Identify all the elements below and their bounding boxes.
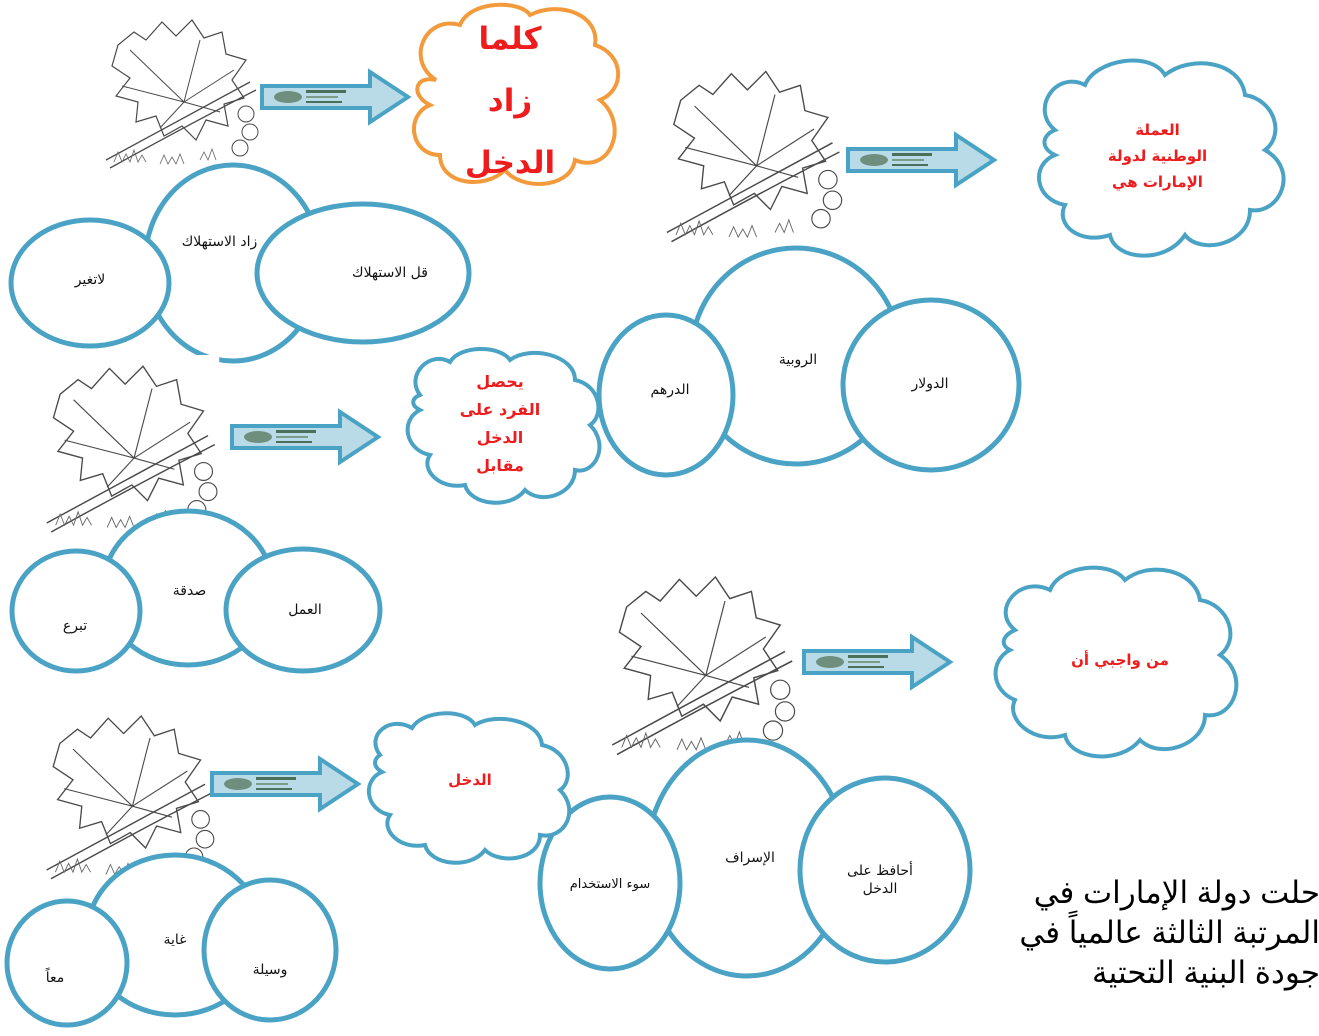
answer-option[interactable]: العمل xyxy=(288,602,322,618)
banknote-arrow-icon xyxy=(260,70,410,124)
question-text: الدخل xyxy=(448,771,492,789)
thought-cloud-icon xyxy=(1037,58,1286,258)
answer-option[interactable]: معاً xyxy=(45,970,65,986)
banknote-arrow-icon xyxy=(230,410,380,464)
thought-cloud-icon xyxy=(993,565,1239,759)
answer-option[interactable]: زاد الاستهلاك xyxy=(181,234,258,250)
banknote-arrow-icon xyxy=(210,757,360,811)
grape-leaf-icon xyxy=(99,9,261,171)
answer-option[interactable]: لاتغير xyxy=(74,272,106,288)
grape-leaf-icon xyxy=(39,354,220,535)
question-text: العملة الوطنية لدولة الإمارات هي xyxy=(1107,121,1208,191)
answer-bubble[interactable] xyxy=(223,546,383,674)
question-text: كلما زاد الدخل xyxy=(464,21,556,181)
answer-option[interactable]: الروبية xyxy=(778,352,818,368)
answer-bubble[interactable] xyxy=(9,548,143,674)
answer-bubble[interactable] xyxy=(8,217,172,349)
answer-option[interactable]: وسيلة xyxy=(252,962,288,978)
grape-leaf-icon xyxy=(604,564,798,758)
answer-option[interactable]: سوء الاستخدام xyxy=(569,877,651,892)
fact-line: جودة البنية التحتية xyxy=(1092,955,1319,990)
answer-bubble[interactable] xyxy=(201,877,339,1023)
thought-cloud-icon xyxy=(366,711,572,865)
thought-cloud-icon xyxy=(412,2,621,186)
fact-line: حلت دولة الإمارات في xyxy=(1033,875,1319,910)
fact-text: حلت دولة الإمارات في المرتبة الثالثة عال… xyxy=(968,873,1319,993)
answer-option[interactable]: أحافظ على الدخل xyxy=(847,863,913,897)
answer-bubble[interactable] xyxy=(254,201,472,345)
answer-bubble[interactable] xyxy=(537,794,683,972)
answer-option[interactable]: الدرهم xyxy=(650,382,690,398)
answer-bubble[interactable] xyxy=(840,297,1022,473)
answer-option[interactable]: تبرع xyxy=(62,618,88,634)
answer-option[interactable]: الدولار xyxy=(911,376,949,392)
banknote-arrow-icon xyxy=(802,635,952,689)
fact-line: المرتبة الثالثة عالمياً في xyxy=(1019,915,1319,950)
answer-option[interactable]: غاية xyxy=(163,932,187,948)
grape-leaf-icon xyxy=(659,59,845,245)
answer-bubble[interactable] xyxy=(797,775,973,965)
answer-option[interactable]: صدقة xyxy=(172,583,207,599)
question-text: يحصل الفرد على الدخل مقابل xyxy=(459,372,541,475)
answer-bubble[interactable] xyxy=(596,312,736,478)
answer-bubble[interactable] xyxy=(4,898,130,1028)
answer-option[interactable]: قل الاستهلاك xyxy=(352,265,428,281)
thought-cloud-icon xyxy=(405,347,602,505)
banknote-arrow-icon xyxy=(846,133,996,187)
answer-option[interactable]: الإسراف xyxy=(725,850,775,866)
question-text: من واجبي أن xyxy=(1071,651,1169,669)
